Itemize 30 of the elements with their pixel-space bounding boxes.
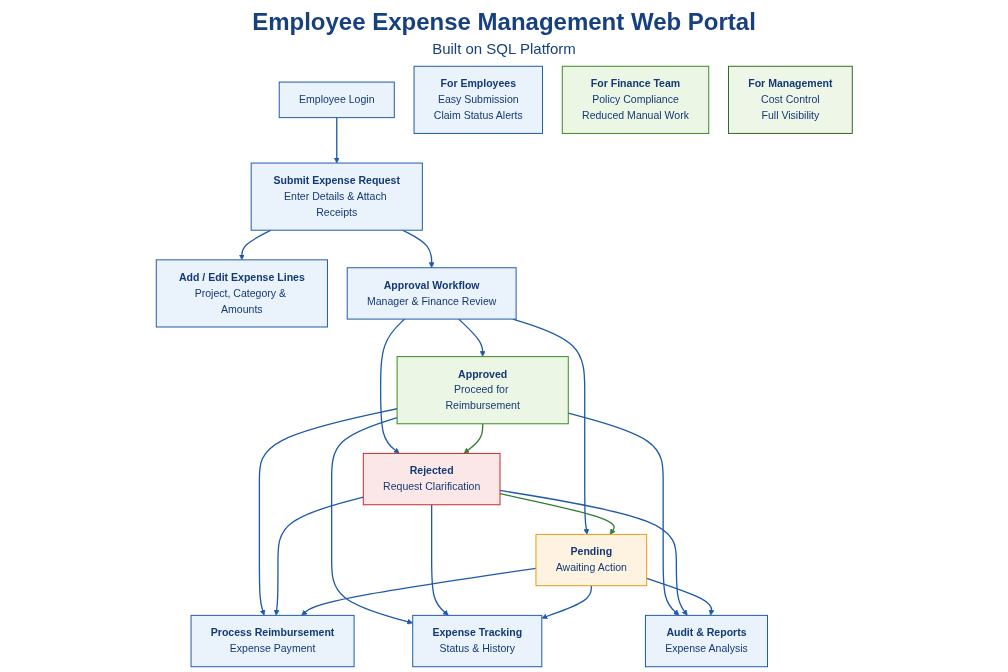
node-box: Pending Awaiting Action (535, 533, 647, 587)
node-box: Rejected Request Clarification (362, 452, 501, 506)
node-box: For Employees Easy Submission Claim Status Alerts (413, 65, 543, 134)
node-box: For Finance Team Policy Compliance Reduced Manual Work (561, 65, 709, 134)
arrow (273, 496, 364, 616)
node-box: Approved Proceed for Reimbursement (396, 356, 569, 425)
subtitle: Built on SQL Platform (432, 40, 576, 57)
arrow (541, 585, 592, 620)
arrow (379, 318, 405, 454)
node-box: Add / Edit Expense Lines Project, Category & Amounts (155, 259, 328, 328)
arrow (457, 318, 486, 357)
node-box: Expense Tracking Status & History (411, 614, 543, 668)
arrow (645, 577, 715, 616)
arrow (301, 567, 537, 616)
node-box: Submit Expense Request Enter Details & Attach Receipts (250, 162, 423, 231)
arrow (238, 229, 272, 261)
arrow (463, 423, 484, 454)
arrow (499, 489, 688, 616)
arrow (333, 116, 340, 164)
arrow (330, 416, 413, 625)
arrow (567, 412, 679, 616)
node-box: Employee Login (278, 81, 395, 119)
title: Employee Expense Management Web Portal (252, 8, 756, 36)
node-box: Process Reimbursement Expense Payment (190, 614, 355, 668)
node-box: For Management Cost Control Full Visibility (727, 65, 853, 134)
node-box: Audit & Reports Expense Analysis (644, 614, 768, 668)
arrow (258, 408, 398, 616)
node-box: Approval Workflow Manager & Finance Review (346, 267, 517, 320)
arrow (499, 493, 616, 535)
arrow (430, 504, 449, 616)
